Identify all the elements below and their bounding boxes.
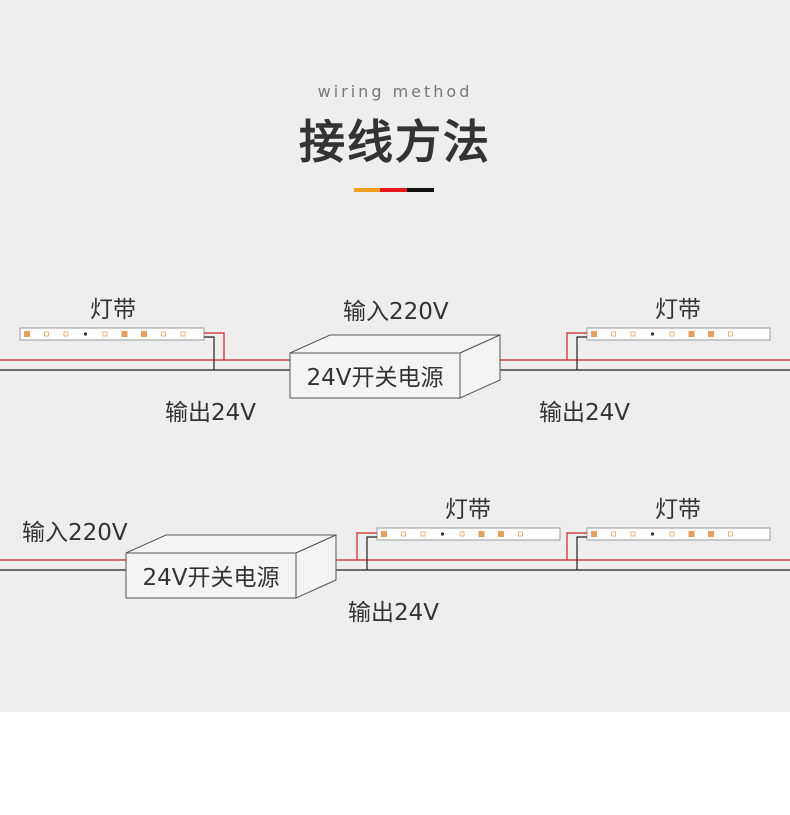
input-label-2: 输入220V [22, 520, 128, 546]
led-strip-right [586, 327, 771, 341]
led-pad [611, 531, 616, 537]
led-chip [688, 331, 695, 337]
strip-red-lead [204, 332, 225, 360]
accent-bar-orange [354, 188, 380, 192]
led-chip [591, 531, 597, 537]
strip-red-lead [356, 532, 377, 560]
input-label: 输入220V [343, 299, 449, 325]
led-pad [180, 331, 186, 337]
led-chip [708, 331, 714, 337]
led-pad [630, 331, 636, 337]
led-chip [688, 531, 695, 537]
section-title: 接线方法 [299, 115, 491, 169]
strip-red-lead [566, 532, 587, 560]
led-chip [478, 531, 485, 537]
led-pad [518, 531, 523, 537]
led-pad [459, 531, 465, 537]
output-label-2: 输出24V [348, 600, 440, 626]
strip-label-left: 灯带 [90, 297, 136, 323]
led-strip-left [19, 327, 205, 341]
led-pad [420, 531, 426, 537]
led-chip [498, 531, 504, 537]
output-label-right: 输出24V [539, 400, 631, 426]
strip-label-middle: 灯带 [445, 497, 491, 523]
led-strip-right-2 [586, 527, 771, 541]
power-supply-2: 24V开关电源 [125, 534, 337, 599]
led-pad [669, 531, 675, 537]
resistor-dot [440, 532, 445, 536]
led-pad [161, 331, 166, 337]
diagram-1: 24V开关电源 [0, 327, 790, 399]
psu-label: 24V开关电源 [142, 565, 279, 591]
resistor-dot [650, 532, 655, 536]
strip-label-right-2: 灯带 [655, 497, 701, 523]
resistor-dot [83, 332, 88, 336]
power-supply-1: 24V开关电源 [289, 334, 501, 399]
section-subtitle: wiring method [317, 82, 473, 101]
led-pad [669, 331, 675, 337]
led-chip [24, 331, 30, 337]
led-pad [611, 331, 616, 337]
accent-bar-red [380, 188, 407, 192]
led-pad [728, 531, 733, 537]
strip-black-lead [576, 336, 587, 370]
strip-label-right: 灯带 [655, 297, 701, 323]
led-pad [102, 331, 108, 337]
resistor-dot [650, 332, 655, 336]
led-chip [708, 531, 714, 537]
led-strip-middle [376, 527, 561, 541]
diagram-2: 24V开关电源 [0, 527, 790, 599]
led-chip [591, 331, 597, 337]
output-label-left: 输出24V [165, 400, 257, 426]
strip-black-lead [576, 536, 587, 570]
strip-black-lead [204, 336, 215, 370]
led-pad [63, 331, 69, 337]
led-chip [381, 531, 387, 537]
led-pad [401, 531, 406, 537]
led-pad [630, 531, 636, 537]
led-chip [141, 331, 147, 337]
led-chip [121, 331, 128, 337]
led-pad [728, 331, 733, 337]
psu-label: 24V开关电源 [306, 365, 443, 391]
strip-black-lead [366, 536, 377, 570]
accent-bar-black [407, 188, 434, 192]
strip-red-lead [566, 332, 587, 360]
led-pad [44, 331, 49, 337]
